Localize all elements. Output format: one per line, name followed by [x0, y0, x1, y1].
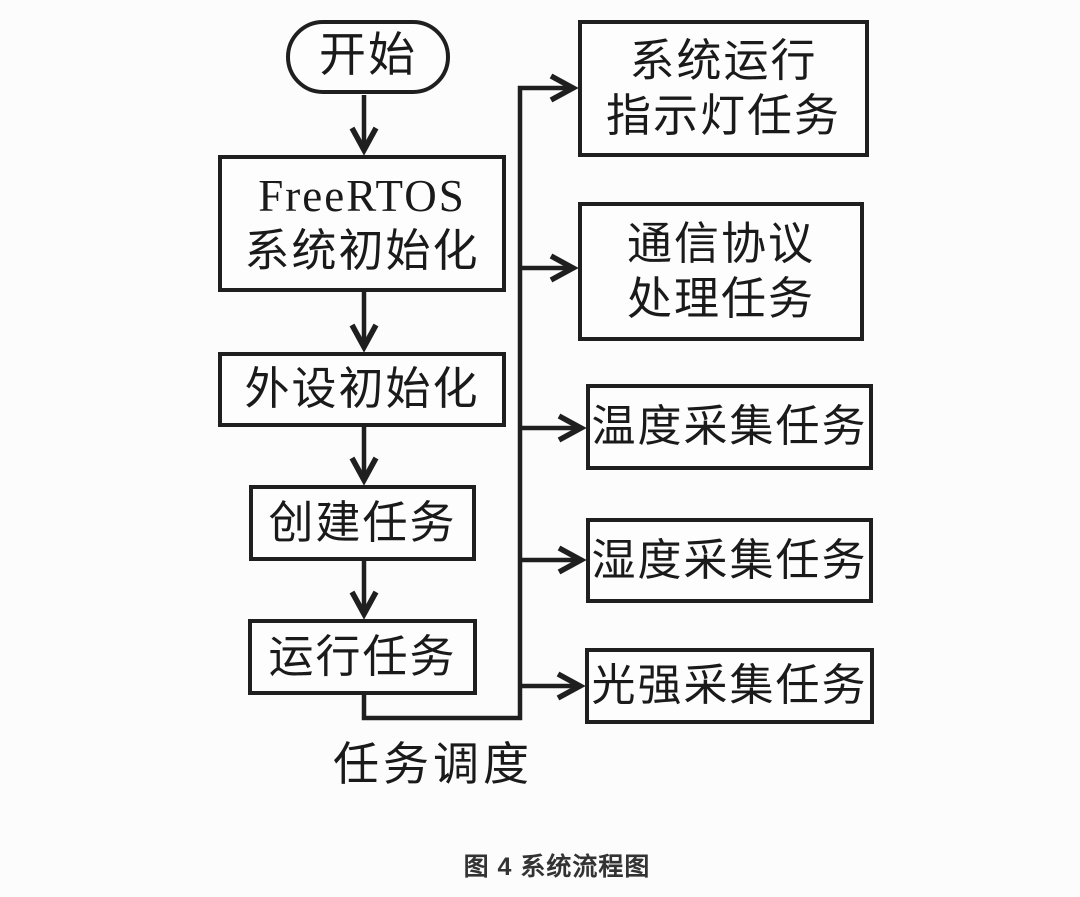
figure-caption: 图 4 系统流程图 [463, 853, 651, 881]
node-humidity-task-line1: 湿度采集任务 [591, 535, 868, 585]
node-light-task: 光强采集任务 [585, 648, 874, 724]
node-led-task: 系统运行 指示灯任务 [578, 20, 869, 157]
node-comm-task: 通信协议 处理任务 [578, 202, 864, 341]
node-create-task-line1: 创建任务 [268, 497, 457, 548]
node-rtos-init-line1: FreeRTOS [258, 170, 466, 221]
node-run-task-line1: 运行任务 [268, 631, 457, 682]
node-periph-init-line1: 外设初始化 [244, 364, 480, 415]
node-start: 开始 [286, 20, 450, 94]
node-rtos-init: FreeRTOS 系统初始化 [218, 155, 506, 292]
node-temp-task-line1: 温度采集任务 [591, 402, 868, 452]
node-light-task-line1: 光强采集任务 [591, 661, 868, 711]
node-comm-task-line2: 处理任务 [626, 273, 815, 324]
node-periph-init: 外设初始化 [218, 352, 506, 427]
node-rtos-init-line2: 系统初始化 [244, 225, 480, 276]
node-led-task-line2: 指示灯任务 [605, 90, 841, 141]
node-humidity-task: 湿度采集任务 [586, 518, 873, 603]
node-start-label: 开始 [319, 30, 417, 83]
node-temp-task: 温度采集任务 [586, 384, 873, 470]
node-comm-task-line1: 通信协议 [626, 218, 815, 269]
edge-label-task-scheduling: 任务调度 [333, 739, 533, 790]
node-led-task-line1: 系统运行 [629, 35, 818, 86]
node-create-task: 创建任务 [249, 485, 476, 561]
node-run-task: 运行任务 [248, 619, 477, 695]
